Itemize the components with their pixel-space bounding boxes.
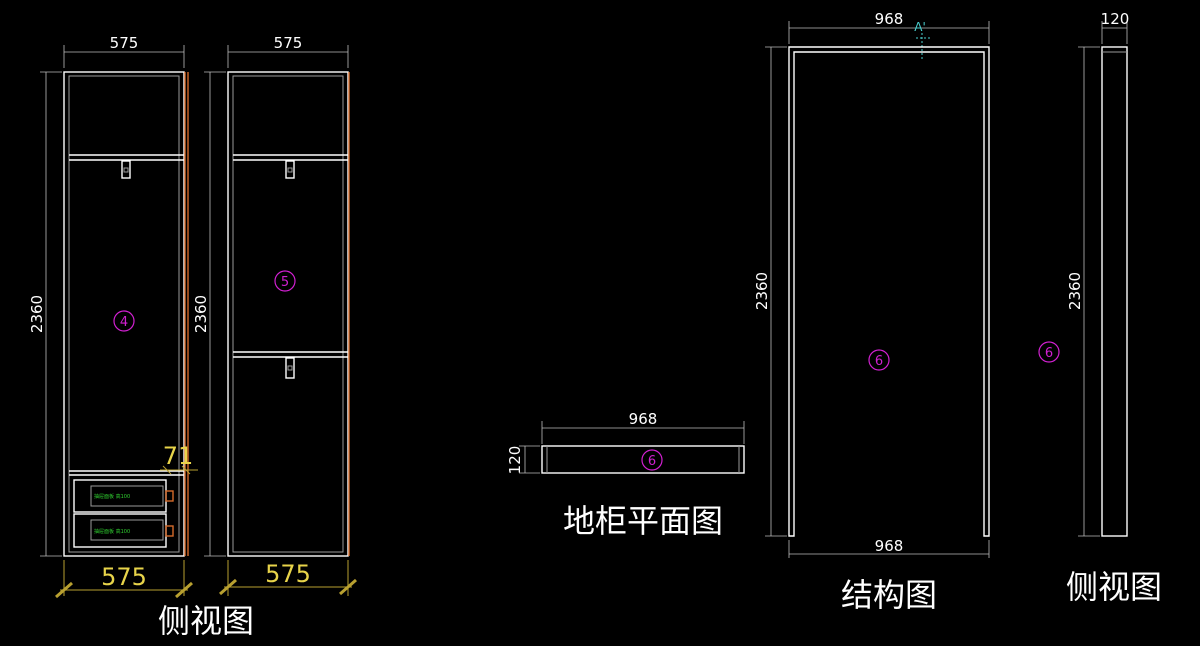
cabinet-a-outline [63, 71, 185, 557]
right-side-view-caption: 侧视图 [1066, 568, 1162, 606]
side-view-width-dimension: 120 [1101, 10, 1130, 28]
right-side-view: 120 2360 6 侧视图 [1038, 10, 1162, 606]
structure-bottom-width-dimension: 968 [875, 537, 904, 555]
structure-panel-label: 6 [875, 354, 883, 369]
structure-frame-outline [788, 46, 990, 537]
side-view-panel-label: 6 [1045, 346, 1053, 361]
side-view-panel-outline [1101, 46, 1128, 537]
cabinet-b-top-width-dimension: 575 [274, 34, 303, 52]
cabinet-a-drawer-1-label: 抽屉面板 高100 [94, 493, 130, 500]
cabinet-a-height-dimension: 2360 [28, 295, 46, 333]
cabinet-b-outline [227, 71, 349, 557]
cabinet-b-elevation: 575 2360 5 575 [192, 34, 357, 596]
cabinet-b-bottom-width-dimension: 575 [265, 560, 311, 588]
structure-height-dimension: 2360 [753, 272, 771, 310]
floor-cabinet-panel-label: 6 [648, 454, 656, 469]
cabinet-b-panel-label: 5 [281, 275, 289, 290]
cabinet-b-panel-callout [274, 270, 296, 292]
structure-elevation: 968 A' 2360 6 968 结构图 [753, 10, 990, 614]
cabinet-a-bottom-width-dimension: 575 [101, 563, 147, 591]
floor-cabinet-caption: 地柜平面图 [563, 502, 723, 540]
floor-cabinet-depth-dimension: 120 [506, 446, 524, 475]
structure-section-mark: A' [914, 20, 926, 34]
side-view-panel-callout [1038, 341, 1060, 363]
structure-caption: 结构图 [841, 576, 937, 614]
cabinet-b-hanger-bracket-lower [285, 357, 295, 379]
floor-cabinet-plan: 968 120 6 地柜平面图 [506, 410, 745, 540]
left-side-view-caption: 侧视图 [158, 602, 254, 640]
cabinet-a-elevation: 575 2360 抽屉面板 高100 抽屉面板 高100 4 [28, 34, 198, 599]
cabinet-a-drawer-2-label: 抽屉面板 高100 [94, 528, 130, 535]
cabinet-b-height-dimension: 2360 [192, 295, 210, 333]
structure-panel-callout [868, 349, 890, 371]
side-view-height-dimension: 2360 [1066, 272, 1084, 310]
cabinet-a-panel-label: 4 [120, 315, 128, 330]
floor-cabinet-outline [541, 445, 745, 474]
cabinet-a-hanger-bracket [121, 160, 131, 179]
cabinet-a-panel-callout [113, 310, 135, 332]
cabinet-b-hanger-bracket-upper [285, 160, 295, 179]
cabinet-a-top-width-dimension: 575 [110, 34, 139, 52]
structure-top-width-dimension: 968 [875, 10, 904, 28]
floor-cabinet-width-dimension: 968 [629, 410, 658, 428]
floor-cabinet-panel-callout [641, 449, 663, 471]
cabinet-a-small-dimension: 71 [163, 442, 194, 470]
